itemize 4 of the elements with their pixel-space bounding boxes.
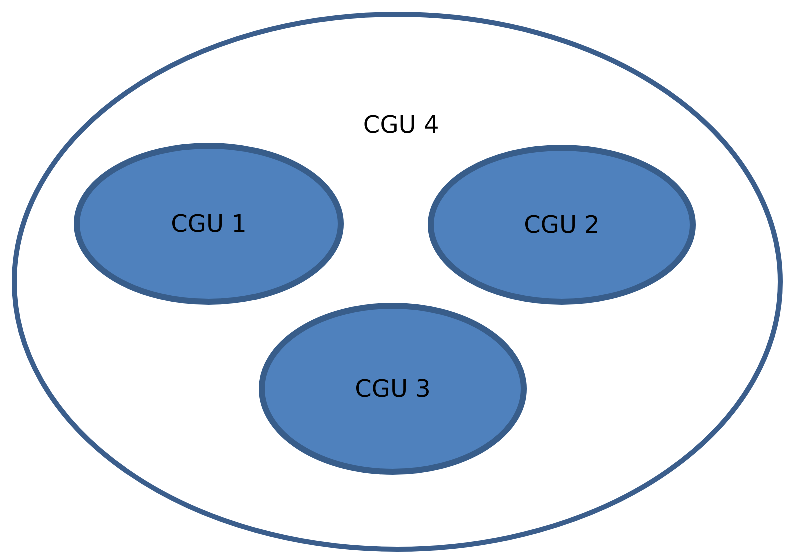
group-label: CGU 4 [363,111,440,140]
unit-label: CGU 1 [171,210,247,238]
unit-label: CGU 2 [524,211,600,239]
unit-label: CGU 3 [355,375,431,403]
